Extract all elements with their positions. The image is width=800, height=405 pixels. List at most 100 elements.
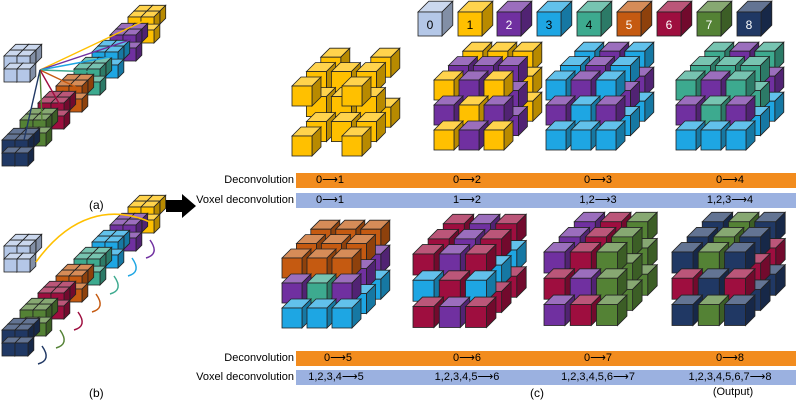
lattice-cube [464, 296, 497, 329]
top-voxel-step-2: 1⟶2 [452, 194, 482, 206]
lattice-cube [483, 120, 514, 151]
lattice-cube [595, 95, 626, 126]
bottom-deconvolution-bar [296, 351, 796, 366]
panel-a-arrow-4 [39, 69, 96, 73]
bottom-deconv-step-3: 0⟶7 [583, 352, 613, 364]
panel-label-c: (c) [530, 386, 544, 400]
top-voxel-label: Voxel deconvolution [196, 194, 294, 206]
panel-b-arrow-8 [37, 345, 47, 365]
bottom-voxel-step-4: 1,2,3,4,5,6,7⟶8 [688, 371, 772, 383]
bottom-voxel-bar [296, 370, 796, 385]
block-cell [16, 252, 37, 273]
panel-b-block-8 [1, 317, 41, 357]
lattice-cube [543, 241, 576, 274]
lattice-step-4 [675, 41, 785, 151]
lattice-cube [545, 70, 576, 101]
lattice-cube [595, 267, 628, 301]
top-deconv-step-4: 0⟶4 [715, 174, 745, 186]
lattice-cube [483, 70, 514, 101]
panel-a-block-0 [3, 43, 43, 83]
top-deconv-step-2: 0⟶2 [452, 174, 482, 186]
lattice-step-5 [281, 219, 391, 329]
legend-label-3: 3 [546, 18, 553, 32]
top-voxel-bar [296, 193, 796, 208]
panel-b-arrow-1 [35, 213, 151, 263]
lattice-cube [595, 70, 626, 101]
legend-label-8: 8 [746, 18, 753, 32]
lattice-step-1 [291, 47, 401, 157]
panel-a-arrow-2 [39, 39, 131, 71]
lattice-cube [595, 120, 626, 151]
lattice-cube [723, 294, 756, 327]
panel-b-arrow-6 [73, 311, 83, 331]
lattice-cube [291, 76, 322, 107]
legend-label-2: 2 [506, 18, 513, 32]
lattice-step-8 [671, 211, 787, 327]
lattice-cube [464, 269, 497, 303]
legend-cube-8 [736, 0, 773, 37]
bottom-deconv-step-1: 0⟶5 [323, 352, 353, 364]
top-voxel-step-1: 0⟶1 [315, 194, 345, 206]
top-deconv-step-3: 0⟶3 [583, 174, 613, 186]
legend-cube-1 [457, 0, 494, 37]
panel-b-arrow-5 [91, 293, 101, 313]
output-caption: (Output) [712, 386, 754, 398]
lattice-cube [281, 298, 312, 329]
bottom-voxel-step-3: 1,2,3,4,5,6⟶7 [561, 371, 635, 383]
lattice-cube [331, 248, 362, 279]
legend-label-5: 5 [626, 18, 633, 32]
legend-cube-0 [417, 0, 454, 37]
panel-a-block-8 [1, 127, 41, 167]
panel-b-arrow-2 [145, 239, 155, 259]
lattice-cube [595, 294, 628, 327]
lattice-cube [725, 95, 756, 126]
panel-a-arrow-3 [39, 55, 116, 71]
lattice-cube [341, 76, 372, 107]
panel-a-arrow-1 [39, 17, 151, 71]
bottom-deconv-step-2: 0⟶6 [452, 352, 482, 364]
lattice-cube [725, 70, 756, 101]
panel-b-arrow-3 [127, 257, 137, 277]
transition-arrow [166, 194, 196, 218]
lattice-step-2 [433, 41, 543, 151]
legend-cube-2 [496, 0, 533, 37]
bottom-deconvolution-label: Deconvolution [224, 352, 294, 364]
bottom-deconv-step-4: 0⟶8 [715, 352, 745, 364]
legend-cube-6 [656, 0, 693, 37]
panel-b-block-0 [3, 233, 43, 273]
block-cell [14, 336, 35, 357]
lattice-cube [464, 243, 497, 276]
top-deconvolution-label: Deconvolution [224, 174, 294, 186]
lattice-cube [725, 120, 756, 151]
block-cell [86, 265, 107, 286]
bottom-voxel-step-1: 1,2,3,4⟶5 [308, 371, 364, 383]
bottom-voxel-label: Voxel deconvolution [196, 371, 294, 383]
bottom-voxel-step-2: 1,2,3,4,5⟶6 [434, 371, 500, 383]
panel-a-arrow-6 [39, 69, 61, 106]
lattice-cube [595, 241, 628, 274]
legend-label-7: 7 [706, 18, 713, 32]
legend-label-6: 6 [666, 18, 673, 32]
top-deconv-step-1: 0⟶1 [315, 174, 345, 186]
lattice-cube [291, 126, 322, 157]
panel-b-arrow-7 [55, 329, 65, 349]
lattice-step-6 [412, 213, 528, 329]
legend-cube-5 [616, 0, 653, 37]
lattice-cube [700, 95, 731, 126]
lattice-cube [331, 273, 362, 304]
panel-a-arrow-8 [23, 69, 41, 141]
lattice-cube [723, 267, 756, 301]
panel-label-b: (b) [89, 386, 104, 400]
lattice-step-3 [545, 41, 655, 151]
top-voxel-step-4: 1,2,3⟶4 [706, 194, 754, 206]
lattice-cube [569, 294, 602, 327]
top-voxel-step-3: 1,2⟶3 [579, 194, 617, 206]
panel-b-arrow-4 [109, 275, 119, 295]
lattice-step-7 [543, 211, 659, 327]
panel-label-a: (a) [89, 198, 104, 212]
panel-a-arrow-5 [39, 69, 79, 89]
block-cell [16, 62, 37, 83]
legend-cube-3 [536, 0, 573, 37]
lattice-cube [341, 126, 372, 157]
